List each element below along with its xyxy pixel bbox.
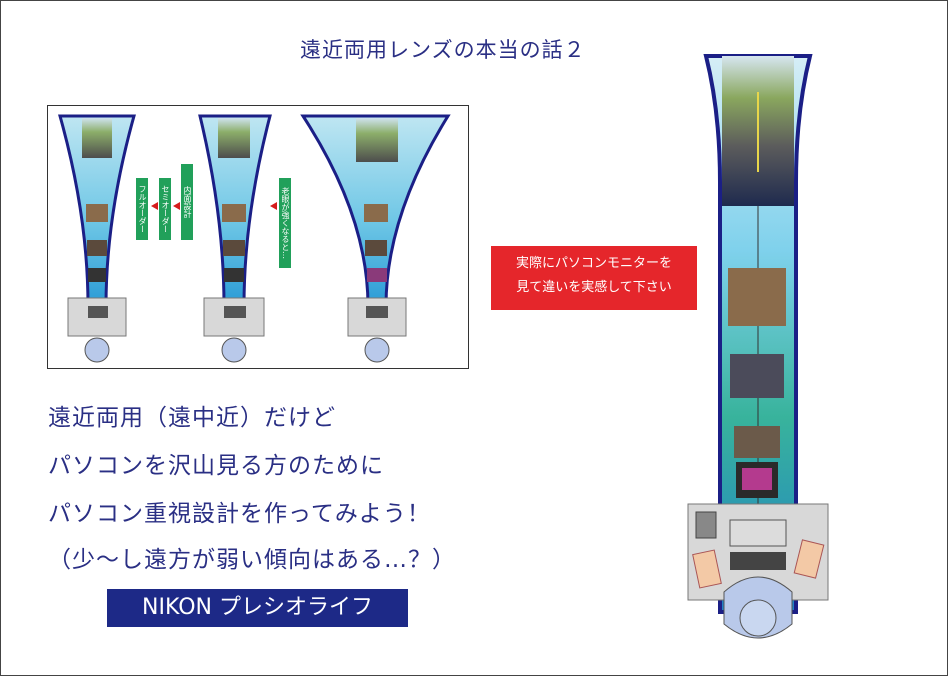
room-photo-icon xyxy=(222,204,246,222)
road-image-icon xyxy=(218,118,250,158)
room-photo-icon xyxy=(86,204,108,222)
body-line-3: パソコン重視設計を作ってみよう！ xyxy=(48,501,431,527)
person-icon xyxy=(221,337,247,363)
callout-line-2: 見て違いを実感して下さい xyxy=(516,280,672,295)
meeting-photo-icon xyxy=(365,240,387,256)
callout-box: 実際にパソコンモニターを 見て違いを実感して下さい xyxy=(491,246,697,310)
corridor-stronger xyxy=(300,114,451,363)
monitor-icon xyxy=(367,268,387,282)
tag-full-order: フルオーダー xyxy=(136,178,148,240)
corridor-semi-order xyxy=(198,114,272,363)
body-line-1: 遠近両用（遠中近）だけど xyxy=(48,405,336,431)
arrow-left-icon xyxy=(270,202,277,210)
monitor-icon xyxy=(88,268,106,282)
meeting-photo-icon xyxy=(223,240,245,256)
keyboard-icon xyxy=(730,552,786,570)
lens-comparison-diagram: フルオーダー セミオーダー 内面設計 老眼が強くなると… xyxy=(47,105,469,369)
lens-diagram-svg xyxy=(58,114,451,363)
callout-line-1: 実際にパソコンモニターを xyxy=(515,256,672,271)
person-icon xyxy=(84,337,110,363)
brand-badge: NIKON プレシオライフ xyxy=(107,589,408,627)
arrow-left-icon xyxy=(173,202,180,210)
people-photo-icon xyxy=(734,426,780,458)
road-image-icon xyxy=(356,118,398,162)
road-image-icon xyxy=(82,118,112,158)
corridor-full-order xyxy=(58,114,136,363)
paper-icon xyxy=(793,539,825,579)
keyboard-icon xyxy=(88,306,108,318)
meeting-photo-icon xyxy=(730,354,784,398)
monitor-base-icon xyxy=(729,519,787,547)
phone-icon xyxy=(695,511,717,539)
room-photo-icon xyxy=(364,204,388,222)
keyboard-icon xyxy=(366,306,388,318)
page-title: 遠近両用レンズの本当の話２ xyxy=(300,38,586,62)
paper-icon xyxy=(692,549,722,589)
arrow-left-icon xyxy=(151,202,158,210)
body-line-2: パソコンを沢山見る方のために xyxy=(48,453,384,479)
body-line-4: （少～し遠方が弱い傾向はある…？） xyxy=(48,547,456,573)
meeting-photo-icon xyxy=(87,240,107,256)
tag-stronger: 老眼が強くなると… xyxy=(279,178,291,268)
tag-semi-order: セミオーダー xyxy=(159,178,171,240)
room-photo-icon xyxy=(728,268,786,326)
person-icon xyxy=(364,337,390,363)
tag-inner-design: 内面設計 xyxy=(181,164,193,240)
keyboard-icon xyxy=(224,306,246,318)
lens-corridor-large xyxy=(687,54,829,639)
monitor-icon xyxy=(224,268,244,282)
